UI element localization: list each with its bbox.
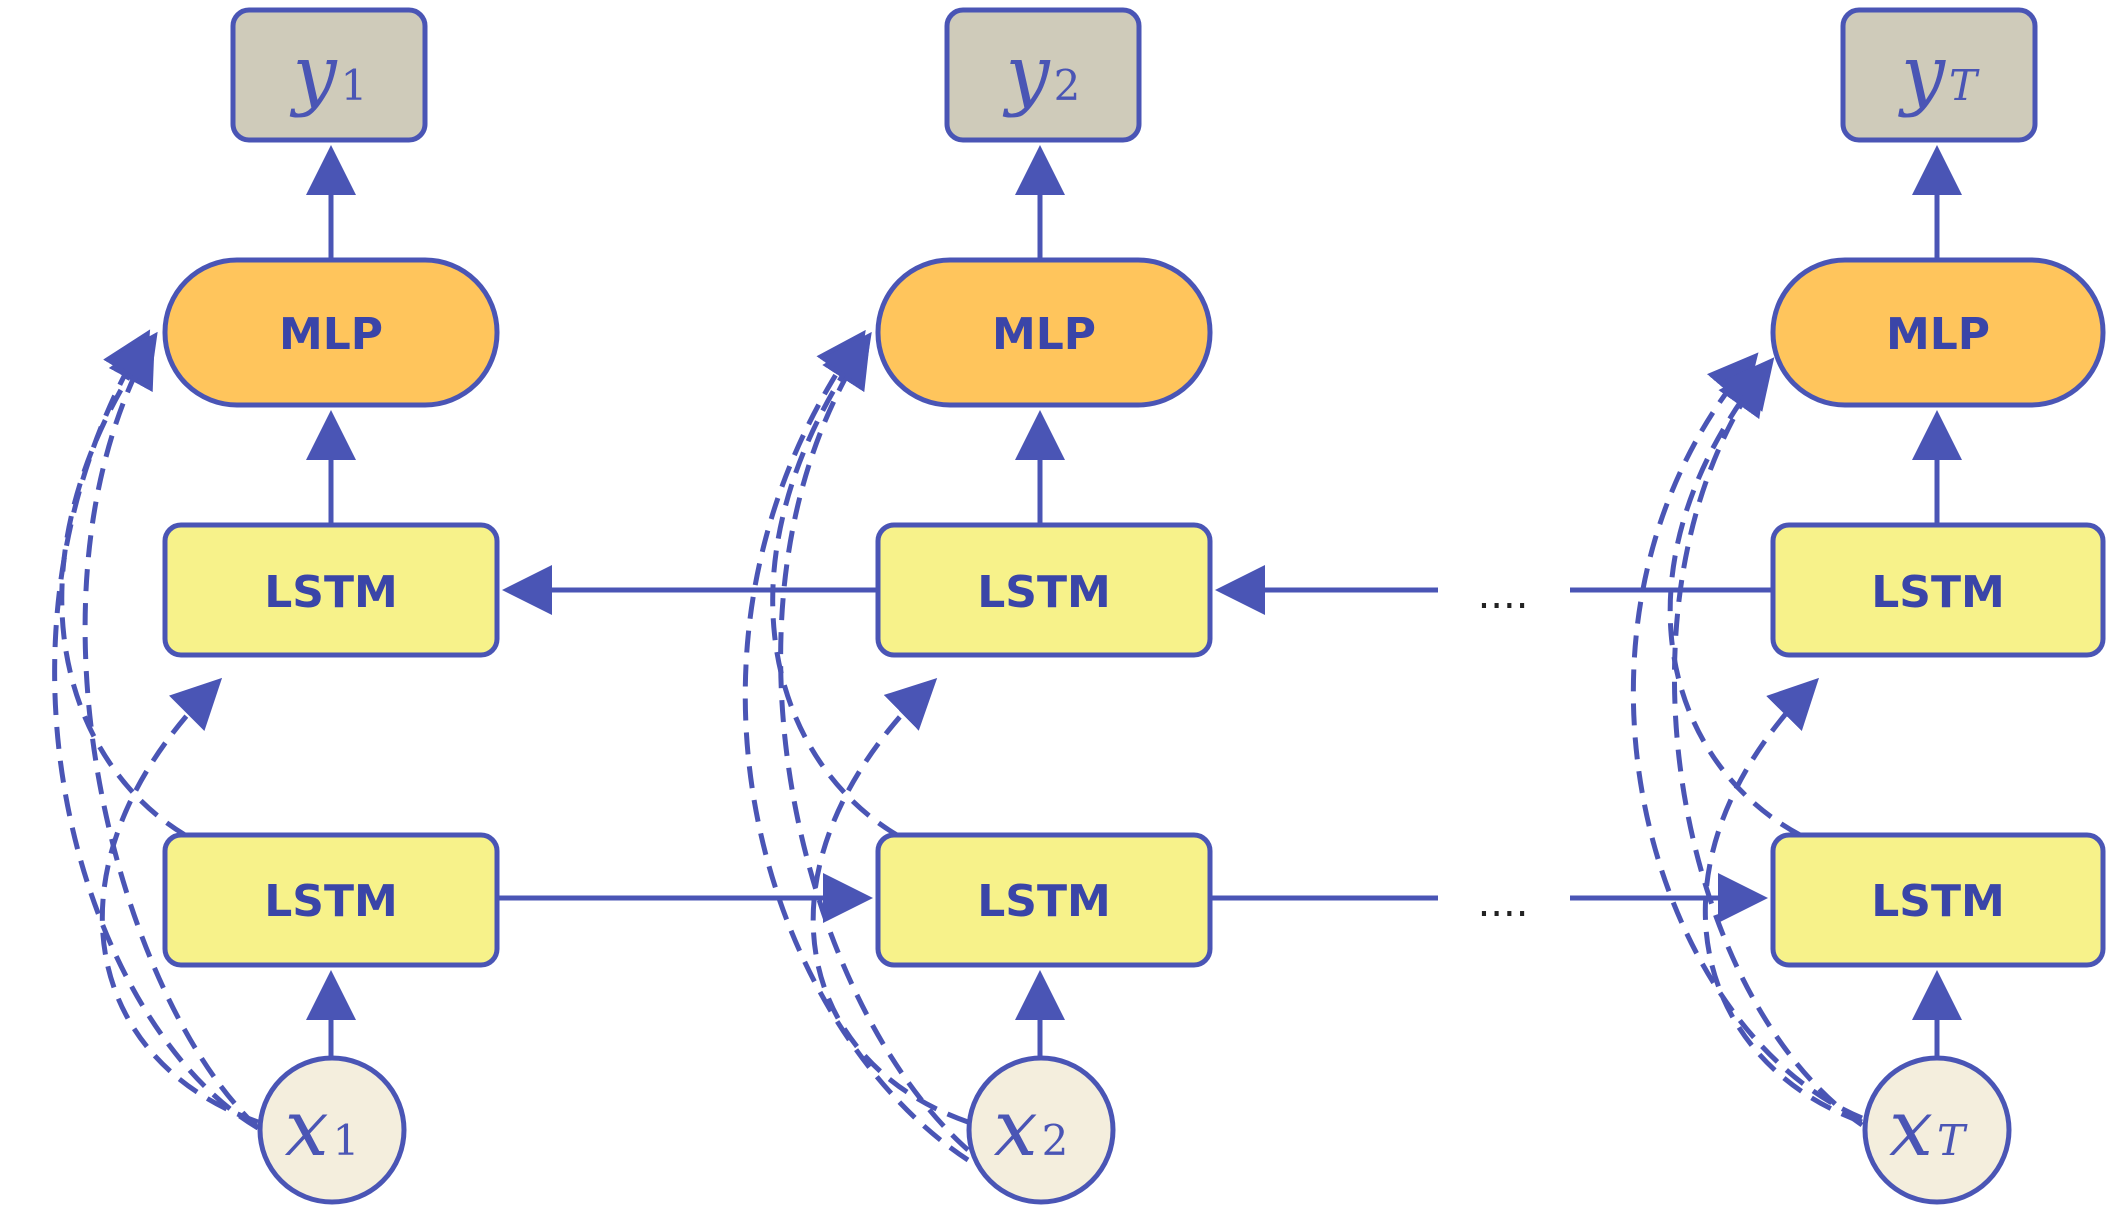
mlp-label-1: MLP (279, 309, 383, 360)
output-box-t (1840, 7, 2038, 143)
dashed-input-to-mlp-1a (52, 329, 260, 1131)
dashed-input-to-mlp-2a (742, 329, 970, 1163)
output-label-2: y2 (1003, 29, 1081, 119)
input-node-2 (966, 1055, 1116, 1205)
dashed-input-to-mlp-ta (1630, 352, 1863, 1121)
lstm-forward-label-2: LSTM (977, 876, 1111, 927)
output-box-2 (944, 7, 1142, 143)
input-label-1: x1 (285, 1084, 360, 1174)
dashed-input-to-backward-lstm-2 (810, 678, 969, 1125)
output-box-1 (230, 7, 428, 143)
input-label-2: x2 (994, 1084, 1069, 1174)
lstm-backward-label-t: LSTM (1871, 567, 2005, 618)
dashed-input-to-backward-lstm-1 (100, 677, 259, 1125)
dashed-input-to-mlp-1b (82, 336, 260, 1130)
lstm-forward-label-t: LSTM (1871, 876, 2005, 927)
dashed-forward-lstm-to-mlp-t (1667, 357, 1802, 838)
ellipsis-backward: .... (1478, 572, 1529, 618)
mlp-label-t: MLP (1886, 309, 1990, 360)
input-node-t (1862, 1055, 2012, 1205)
lstm-backward-label-1: LSTM (264, 567, 398, 618)
lstm-forward-node-t (1770, 832, 2106, 968)
dashed-forward-lstm-to-mlp-1 (59, 331, 187, 838)
column-t: yT MLP LSTM LSTM xT (1630, 7, 2106, 1205)
column-1: y1 MLP LSTM LSTM x1 (52, 7, 500, 1205)
ellipsis-forward: .... (1478, 880, 1529, 926)
dashed-input-to-mlp-2b (778, 336, 970, 1152)
dashed-input-to-mlp-tb (1672, 363, 1864, 1128)
dashed-input-to-backward-lstm-t (1702, 677, 1863, 1125)
dashed-forward-lstm-to-mlp-2 (770, 331, 899, 838)
mlp-node-2 (875, 257, 1213, 408)
mlp-label-2: MLP (992, 309, 1096, 360)
lstm-backward-label-2: LSTM (977, 567, 1111, 618)
output-label-t: yT (1898, 29, 1980, 119)
lstm-forward-label-1: LSTM (264, 876, 398, 927)
column-2: y2 MLP LSTM LSTM x2 (742, 7, 1213, 1205)
input-node-1 (257, 1055, 407, 1205)
output-label-1: y1 (290, 29, 368, 119)
input-label-t: xT (1889, 1084, 1968, 1174)
